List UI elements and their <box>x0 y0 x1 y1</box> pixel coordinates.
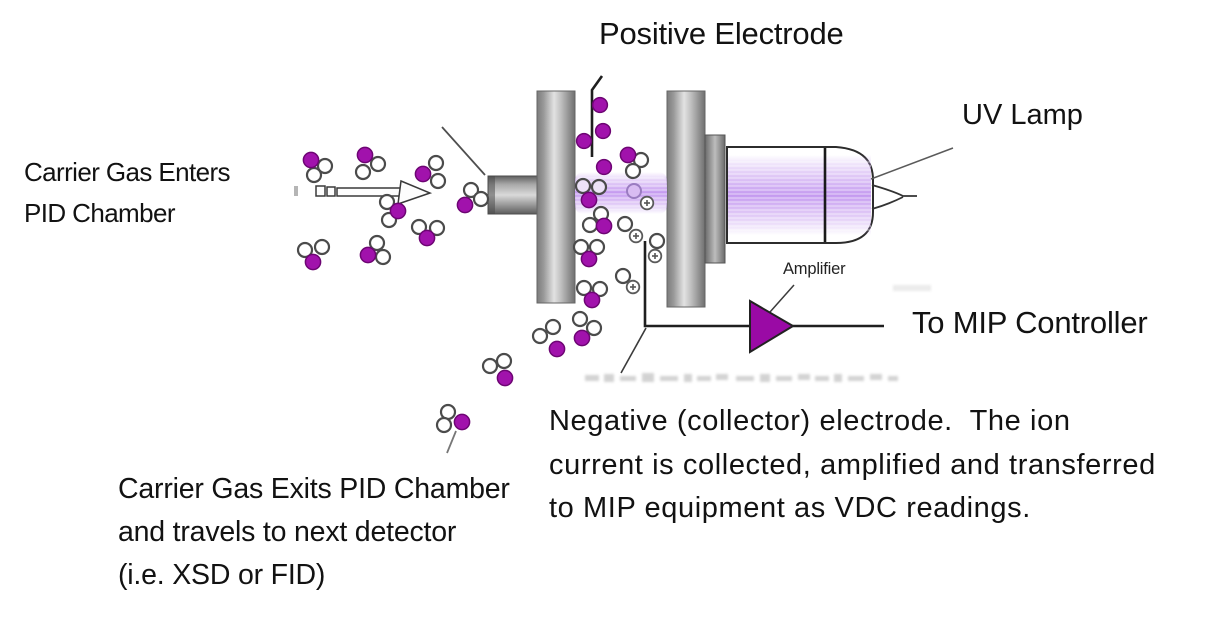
carrier-gas-enters-label: Carrier Gas Enters PID Chamber <box>24 157 231 228</box>
molecule-icon <box>572 238 606 268</box>
positive-electrode-wire <box>590 75 604 157</box>
molecule-tail-line <box>446 430 457 454</box>
molecule-icon <box>354 146 387 181</box>
plus-ion-icon <box>625 279 641 295</box>
amplifier-icon <box>749 299 795 354</box>
amplifier-label: Amplifier <box>783 260 846 278</box>
right-electrode-plate <box>666 90 706 308</box>
ionized-molecule-icon <box>594 122 612 140</box>
negative-electrode-note: Negative (collector) electrode. The ion … <box>549 405 1156 524</box>
cropped-text-remnant <box>585 285 931 382</box>
ionized-molecule-icon <box>575 132 593 150</box>
uv-lamp-pointer-line <box>870 147 954 180</box>
molecule-icon <box>456 181 490 214</box>
molecule-icon <box>296 238 331 271</box>
positive-electrode-label: Positive Electrode <box>599 16 844 51</box>
molecule-icon <box>302 151 334 184</box>
lamp-mount-block <box>704 134 726 264</box>
molecule-icon <box>481 352 514 387</box>
plus-ion-icon <box>647 248 663 264</box>
left-electrode-plate <box>536 90 576 304</box>
molecule-icon <box>531 318 566 358</box>
molecule-icon <box>574 177 608 209</box>
plus-ion-icon <box>639 195 655 211</box>
molecule-icon <box>410 218 446 247</box>
ionized-molecule-icon <box>591 96 609 114</box>
lamp-nozzle <box>871 184 917 210</box>
molecule-icon <box>435 403 471 434</box>
molecule-icon <box>571 310 603 347</box>
molecule-layer <box>296 96 666 434</box>
inlet-pointer-line <box>441 126 486 176</box>
molecule-icon <box>359 234 392 266</box>
uv-lamp-label: UV Lamp <box>962 99 1083 131</box>
molecule-icon <box>414 154 447 190</box>
uv-lamp <box>726 146 917 244</box>
collector-signal-wire <box>643 241 884 328</box>
molecule-icon <box>581 205 613 235</box>
injector-needle <box>294 179 433 206</box>
electron-icon <box>616 215 634 233</box>
carrier-gas-exits-label: Carrier Gas Exits PID Chamber and travel… <box>118 473 510 591</box>
plus-ion-icon <box>628 228 644 244</box>
electron-icon <box>648 232 666 250</box>
ionized-molecule-icon <box>595 158 613 176</box>
excited-molecule-icon <box>626 183 642 199</box>
molecule-icon <box>575 279 609 309</box>
molecule-icon <box>378 193 407 229</box>
amplifier-pointer-line <box>769 284 795 313</box>
to-mip-controller-label: To MIP Controller <box>912 305 1148 340</box>
molecule-icon <box>619 146 650 180</box>
negative-electrode-pointer-line <box>620 327 647 374</box>
electron-icon <box>614 267 632 285</box>
gas-inlet-tube <box>487 175 541 215</box>
